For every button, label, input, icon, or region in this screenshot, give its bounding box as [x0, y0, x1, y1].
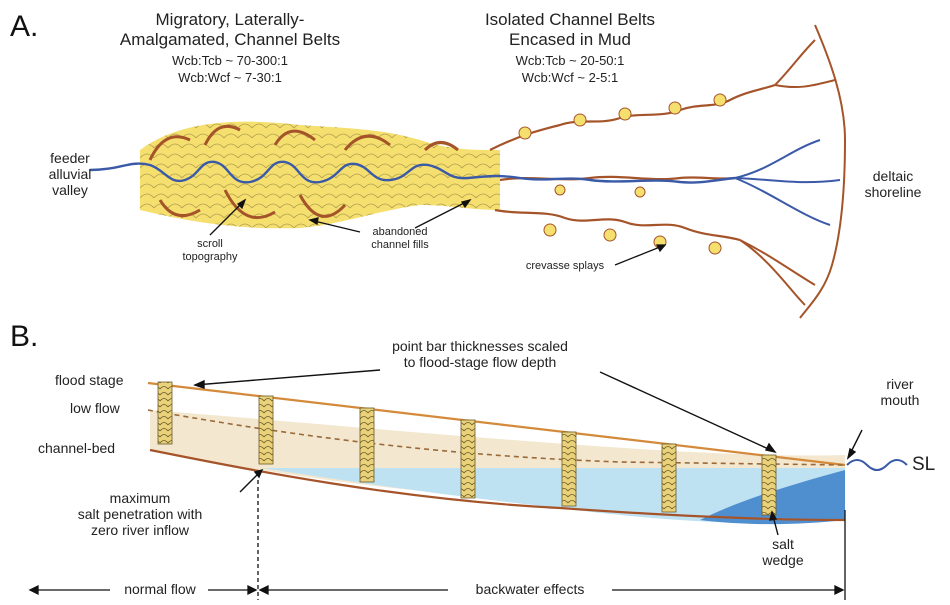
isolated-ratio-2: Wcb:Wcf ~ 2-5:1	[490, 71, 650, 86]
sea-level-label: SL	[912, 454, 935, 476]
panel-a-letter: A.	[10, 10, 38, 45]
scroll-topography-label: scroll topography	[165, 238, 255, 263]
abandoned-channel-fills-label: abandoned channel fills	[350, 226, 450, 251]
migratory-ratio-1: Wcb:Tcb ~ 70-300:1	[150, 54, 310, 69]
sea-level-wave	[847, 460, 907, 470]
crevasse-splays	[519, 94, 726, 254]
panel-a-map	[90, 25, 845, 318]
flood-stage-label: flood stage	[55, 372, 124, 388]
migratory-ratio-2: Wcb:Wcf ~ 7-30:1	[150, 71, 310, 86]
isolated-belts	[490, 85, 775, 240]
max-salt-arrow	[240, 470, 262, 492]
deltaic-shoreline-label: deltaic shoreline	[848, 168, 938, 200]
isolated-title: Isolated Channel Belts Encased in Mud	[460, 10, 680, 49]
low-flow-label: low flow	[70, 400, 120, 416]
channel-bed-label: channel-bed	[38, 440, 115, 456]
deltaic-shoreline-line	[800, 25, 845, 318]
feeder-valley-label: feeder alluvial valley	[30, 150, 110, 198]
backwater-effects-label: backwater effects	[450, 581, 610, 597]
panel-b-letter: B.	[10, 320, 38, 355]
river-mouth-label: river mouth	[870, 376, 930, 408]
point-bar-note: point bar thicknesses scaled to flood-st…	[330, 338, 630, 370]
migratory-title: Migratory, Laterally- Amalgamated, Chann…	[100, 10, 360, 49]
crevasse-splays-label: crevasse splays	[510, 260, 620, 273]
river-mouth-arrow	[848, 430, 862, 458]
max-salt-penetration-label: maximum salt penetration with zero river…	[40, 490, 240, 538]
salt-wedge-label: salt wedge	[748, 536, 818, 568]
normal-flow-label: normal flow	[112, 581, 208, 597]
delta-distributaries	[735, 40, 840, 305]
isolated-ratio-1: Wcb:Tcb ~ 20-50:1	[490, 54, 650, 69]
